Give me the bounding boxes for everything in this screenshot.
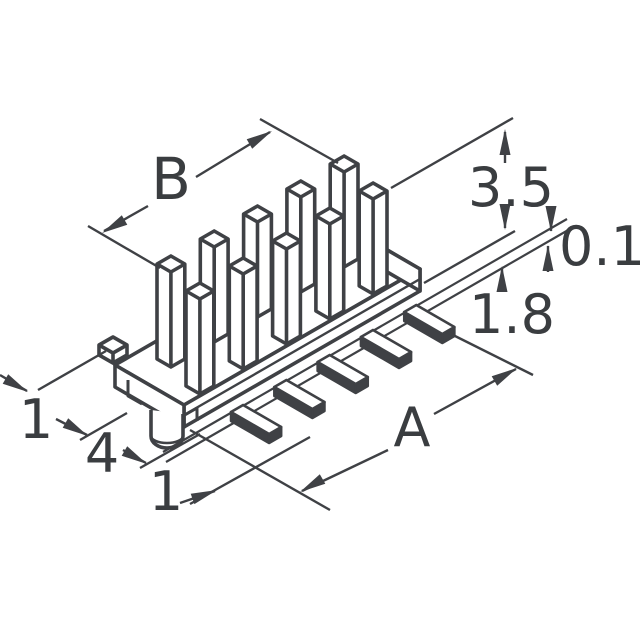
pin bbox=[357, 181, 389, 296]
dim-label-3-5: 3.5 bbox=[468, 156, 554, 219]
extension-line bbox=[87, 224, 161, 270]
body-step-line bbox=[183, 277, 421, 417]
dim-label-4: 4 bbox=[85, 422, 119, 485]
dimension-pin-length: 3.5 bbox=[390, 116, 554, 285]
arrowhead bbox=[491, 368, 517, 386]
arrowhead bbox=[121, 446, 147, 464]
locating-boss bbox=[149, 406, 199, 450]
dim-label-1-bottom: 1 bbox=[149, 460, 183, 523]
pin bbox=[184, 281, 216, 396]
arrowhead bbox=[496, 266, 508, 292]
arrowhead bbox=[545, 206, 557, 232]
arrowhead bbox=[542, 245, 554, 271]
extension-line bbox=[79, 411, 128, 442]
arrowhead bbox=[499, 204, 511, 230]
pin bbox=[227, 256, 259, 371]
dimension-b: B bbox=[87, 117, 339, 270]
dim-label-b: B bbox=[151, 145, 191, 213]
arrowhead bbox=[300, 474, 326, 492]
dim-label-a: A bbox=[394, 396, 431, 459]
arrowhead bbox=[190, 490, 217, 505]
extension-line bbox=[259, 117, 339, 165]
extension-line bbox=[423, 229, 516, 285]
pin bbox=[155, 254, 187, 369]
polarity-tab bbox=[97, 335, 129, 365]
dim-label-1-8: 1.8 bbox=[469, 283, 555, 346]
pin bbox=[270, 231, 303, 346]
arrowhead bbox=[102, 215, 128, 233]
extension-line bbox=[37, 349, 107, 392]
arrowhead bbox=[62, 418, 88, 436]
dimension-standoff: 1.8 bbox=[469, 266, 555, 346]
dimension-coplanarity: 0.1 bbox=[542, 206, 640, 278]
extension-line bbox=[189, 428, 331, 512]
body-notch bbox=[126, 380, 143, 406]
arrowhead bbox=[499, 129, 511, 155]
dimension-chain: 1 4 1 bbox=[0, 349, 311, 523]
extension-line bbox=[139, 432, 201, 470]
dimension-a: A bbox=[189, 330, 534, 512]
arrowhead bbox=[2, 374, 28, 392]
pin bbox=[314, 206, 346, 321]
extension-line bbox=[446, 330, 534, 377]
extension-line bbox=[390, 116, 514, 190]
arrowhead bbox=[246, 131, 272, 149]
dim-label-1-top: 1 bbox=[19, 388, 53, 451]
dim-label-0-1: 0.1 bbox=[559, 215, 640, 278]
